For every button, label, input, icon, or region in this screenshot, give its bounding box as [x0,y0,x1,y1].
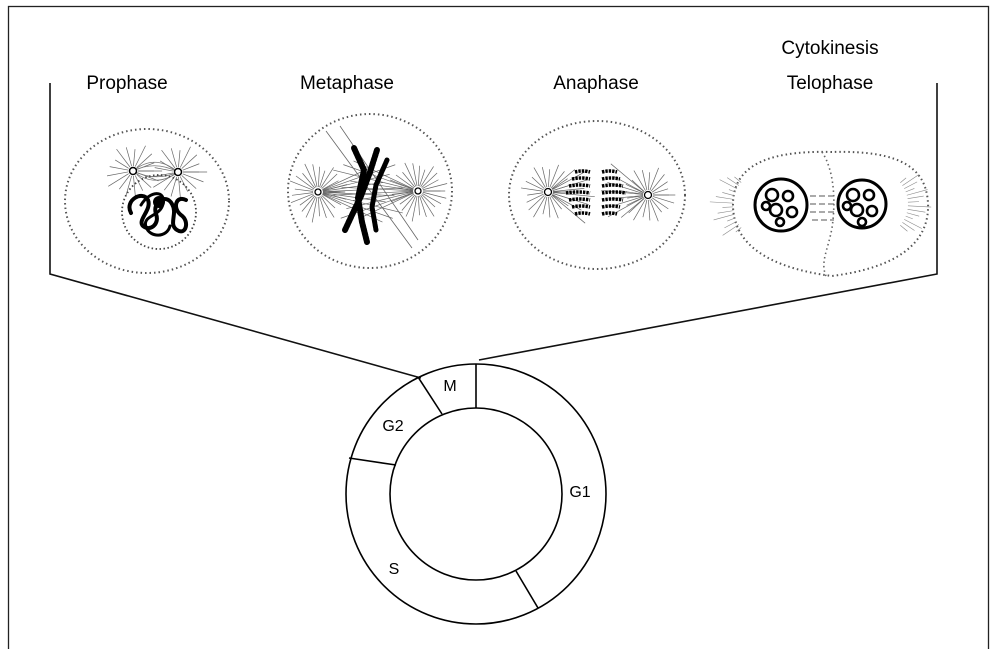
phase-label-anaphase: Anaphase [553,73,639,94]
figure-border [9,7,989,649]
phase-label-telophase: Telophase [787,73,874,94]
segment-label-s: S [389,561,400,578]
phase-label-prophase: Prophase [86,73,167,94]
segment-label-g1: G1 [569,484,590,501]
phase-label-metaphase: Metaphase [300,73,394,94]
anaphase-cell [509,121,685,269]
phase-label-cytokinesis: Cytokinesis [781,38,878,59]
prophase-cell [65,129,229,273]
cycle-inner-ring [390,408,562,580]
divider-s-g2 [349,458,396,465]
divider-g1-s [516,571,538,608]
divider-g2-m [418,377,442,414]
metaphase-cell [288,114,452,268]
segment-label-g2: G2 [382,418,403,435]
cell-cycle-ring [346,364,606,624]
segment-label-m: M [443,378,456,395]
telophase-cell [710,152,931,276]
